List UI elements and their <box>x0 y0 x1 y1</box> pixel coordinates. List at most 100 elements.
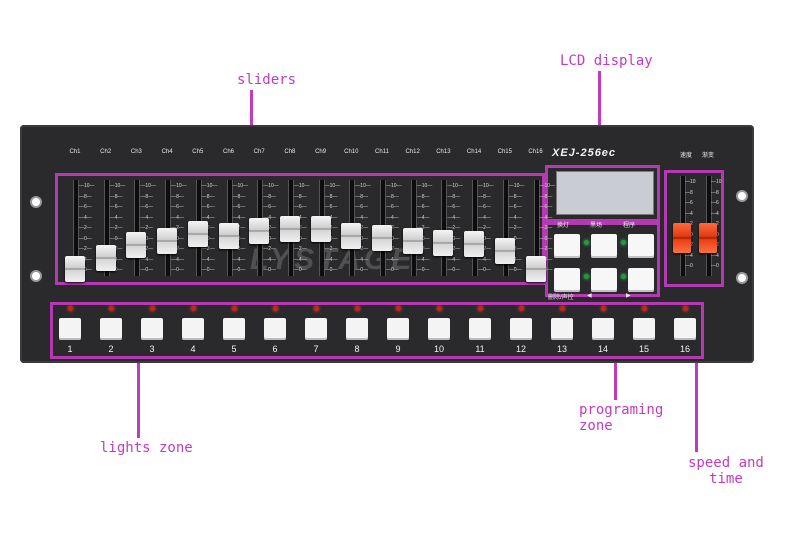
light-led-16 <box>683 306 688 311</box>
fader-scale-5-0: —10— <box>201 183 218 189</box>
light-button-12[interactable] <box>510 318 532 340</box>
fader-scale-7-1: —8— <box>263 193 276 200</box>
speed-knob-2[interactable] <box>699 222 717 253</box>
light-button-2[interactable] <box>100 318 122 340</box>
prog-button-r1c3[interactable] <box>628 234 654 258</box>
fader-scale-6-8: —0— <box>232 267 246 273</box>
light-button-15[interactable] <box>633 318 655 340</box>
fader-scale-4-1: —8— <box>171 193 184 200</box>
fader-scale-5-7: —4— <box>201 256 215 263</box>
fader-knob-ch12[interactable] <box>402 227 423 254</box>
light-button-5[interactable] <box>223 318 245 340</box>
light-button-1[interactable] <box>59 318 81 340</box>
fader-scale-15-3: —4— <box>508 214 522 221</box>
prog-button-r2c3[interactable] <box>628 268 654 292</box>
light-number-8: 8 <box>354 344 360 354</box>
channel-label-10: Ch10 <box>344 149 359 155</box>
fader-scale-8-6: —2— <box>293 246 307 252</box>
fader-scale-13-4: —2— <box>447 225 461 231</box>
fader-scale-5-6: —2— <box>201 246 215 252</box>
fader-scale-2-1: —8— <box>109 193 123 200</box>
fader-scale-16-1: —8— <box>539 193 553 200</box>
programming-zone <box>545 222 660 297</box>
fader-scale-3-8: —0— <box>140 267 154 273</box>
fader-scale-3-0: —10— <box>140 183 156 189</box>
fader-scale-7-4: —2— <box>263 225 276 231</box>
fader-knob-ch9[interactable] <box>310 215 331 242</box>
fader-scale-4-3: —4— <box>171 214 184 221</box>
fader-knob-ch3[interactable] <box>126 232 147 259</box>
channel-label-16: Ch16 <box>528 149 543 155</box>
fader-knob-ch10[interactable] <box>341 222 362 249</box>
fader-knob-ch4[interactable] <box>157 227 178 254</box>
prog-label-top-2: 黑场 <box>590 223 603 229</box>
model-name: XEJ-256ec <box>552 147 617 159</box>
light-number-16: 16 <box>679 344 690 354</box>
prog-button-r2c1[interactable] <box>554 268 580 292</box>
fader-knob-ch1[interactable] <box>65 255 85 282</box>
speed-scale-2-3: —4 <box>711 210 719 217</box>
light-number-7: 7 <box>313 344 319 354</box>
fader-scale-11-1: —8— <box>386 193 399 200</box>
fader-knob-ch13[interactable] <box>433 229 454 256</box>
fader-scale-7-5: —0— <box>263 235 276 242</box>
programming-annotation-line1: programing <box>579 402 664 418</box>
prog-button-r1c2[interactable] <box>591 234 617 258</box>
fader-scale-7-7: —4— <box>263 256 276 263</box>
light-button-9[interactable] <box>387 318 409 340</box>
fader-scale-11-0: —10— <box>386 183 402 189</box>
light-button-11[interactable] <box>469 318 491 340</box>
channel-label-11: Ch11 <box>375 149 389 155</box>
prog-label-top-1: 换灯 <box>557 223 570 229</box>
prog-button-r1c1[interactable] <box>554 234 580 258</box>
speed-annotation-line2: time <box>709 471 743 487</box>
fader-scale-9-8: —0— <box>324 267 338 273</box>
fader-scale-13-1: —8— <box>447 193 461 200</box>
light-button-3[interactable] <box>141 318 163 340</box>
light-button-6[interactable] <box>264 318 286 340</box>
speed-scale-2-7: —4 <box>711 252 719 259</box>
fader-scale-9-5: —0— <box>324 235 338 242</box>
light-button-10[interactable] <box>428 318 450 340</box>
fader-knob-ch11[interactable] <box>372 225 392 252</box>
fader-scale-12-2: —6— <box>416 204 430 210</box>
fader-scale-10-0: —10— <box>355 183 371 189</box>
fader-scale-13-8: —0— <box>447 267 461 273</box>
light-button-14[interactable] <box>592 318 614 340</box>
fader-knob-ch14[interactable] <box>464 231 485 257</box>
prog-led-r2c2 <box>584 274 589 279</box>
fader-knob-ch7[interactable] <box>249 218 270 245</box>
fader-scale-15-7: —4— <box>508 256 522 263</box>
speed-scale-2-1: —8 <box>711 189 719 196</box>
fader-scale-7-2: —6— <box>263 204 276 210</box>
fader-knob-ch8[interactable] <box>279 215 300 242</box>
fader-scale-5-2: —6— <box>201 204 215 210</box>
fader-scale-4-2: —6— <box>171 204 184 210</box>
fader-scale-1-7: —4— <box>79 256 92 263</box>
light-button-16[interactable] <box>674 318 696 340</box>
light-button-13[interactable] <box>551 318 573 340</box>
light-led-11 <box>478 306 483 311</box>
prog-label-bottom-1: 删除/声控 <box>548 295 574 301</box>
prog-label-top-3: 程序 <box>623 223 636 229</box>
fader-scale-2-5: —0— <box>109 235 123 242</box>
fader-scale-12-0: —10— <box>416 183 433 189</box>
fader-knob-ch2[interactable] <box>95 245 116 271</box>
fader-scale-16-6: —2— <box>539 246 553 252</box>
fader-knob-ch6[interactable] <box>218 222 239 249</box>
speed-knob-1[interactable] <box>673 222 691 253</box>
fader-knob-ch15[interactable] <box>494 238 515 264</box>
light-button-4[interactable] <box>182 318 204 340</box>
channel-label-4: Ch4 <box>161 149 173 155</box>
fader-scale-1-5: —0— <box>79 235 92 242</box>
fader-scale-10-4: —2— <box>355 225 369 231</box>
light-button-7[interactable] <box>305 318 327 340</box>
fader-scale-13-3: —4— <box>447 214 461 221</box>
fader-knob-ch16[interactable] <box>525 255 546 282</box>
fader-scale-8-2: —6— <box>293 204 307 210</box>
fader-scale-1-0: —10— <box>79 183 95 189</box>
fader-knob-ch5[interactable] <box>187 220 208 247</box>
fader-scale-13-7: —4— <box>447 256 461 263</box>
prog-button-r2c2[interactable] <box>591 268 617 292</box>
light-button-8[interactable] <box>346 318 368 340</box>
